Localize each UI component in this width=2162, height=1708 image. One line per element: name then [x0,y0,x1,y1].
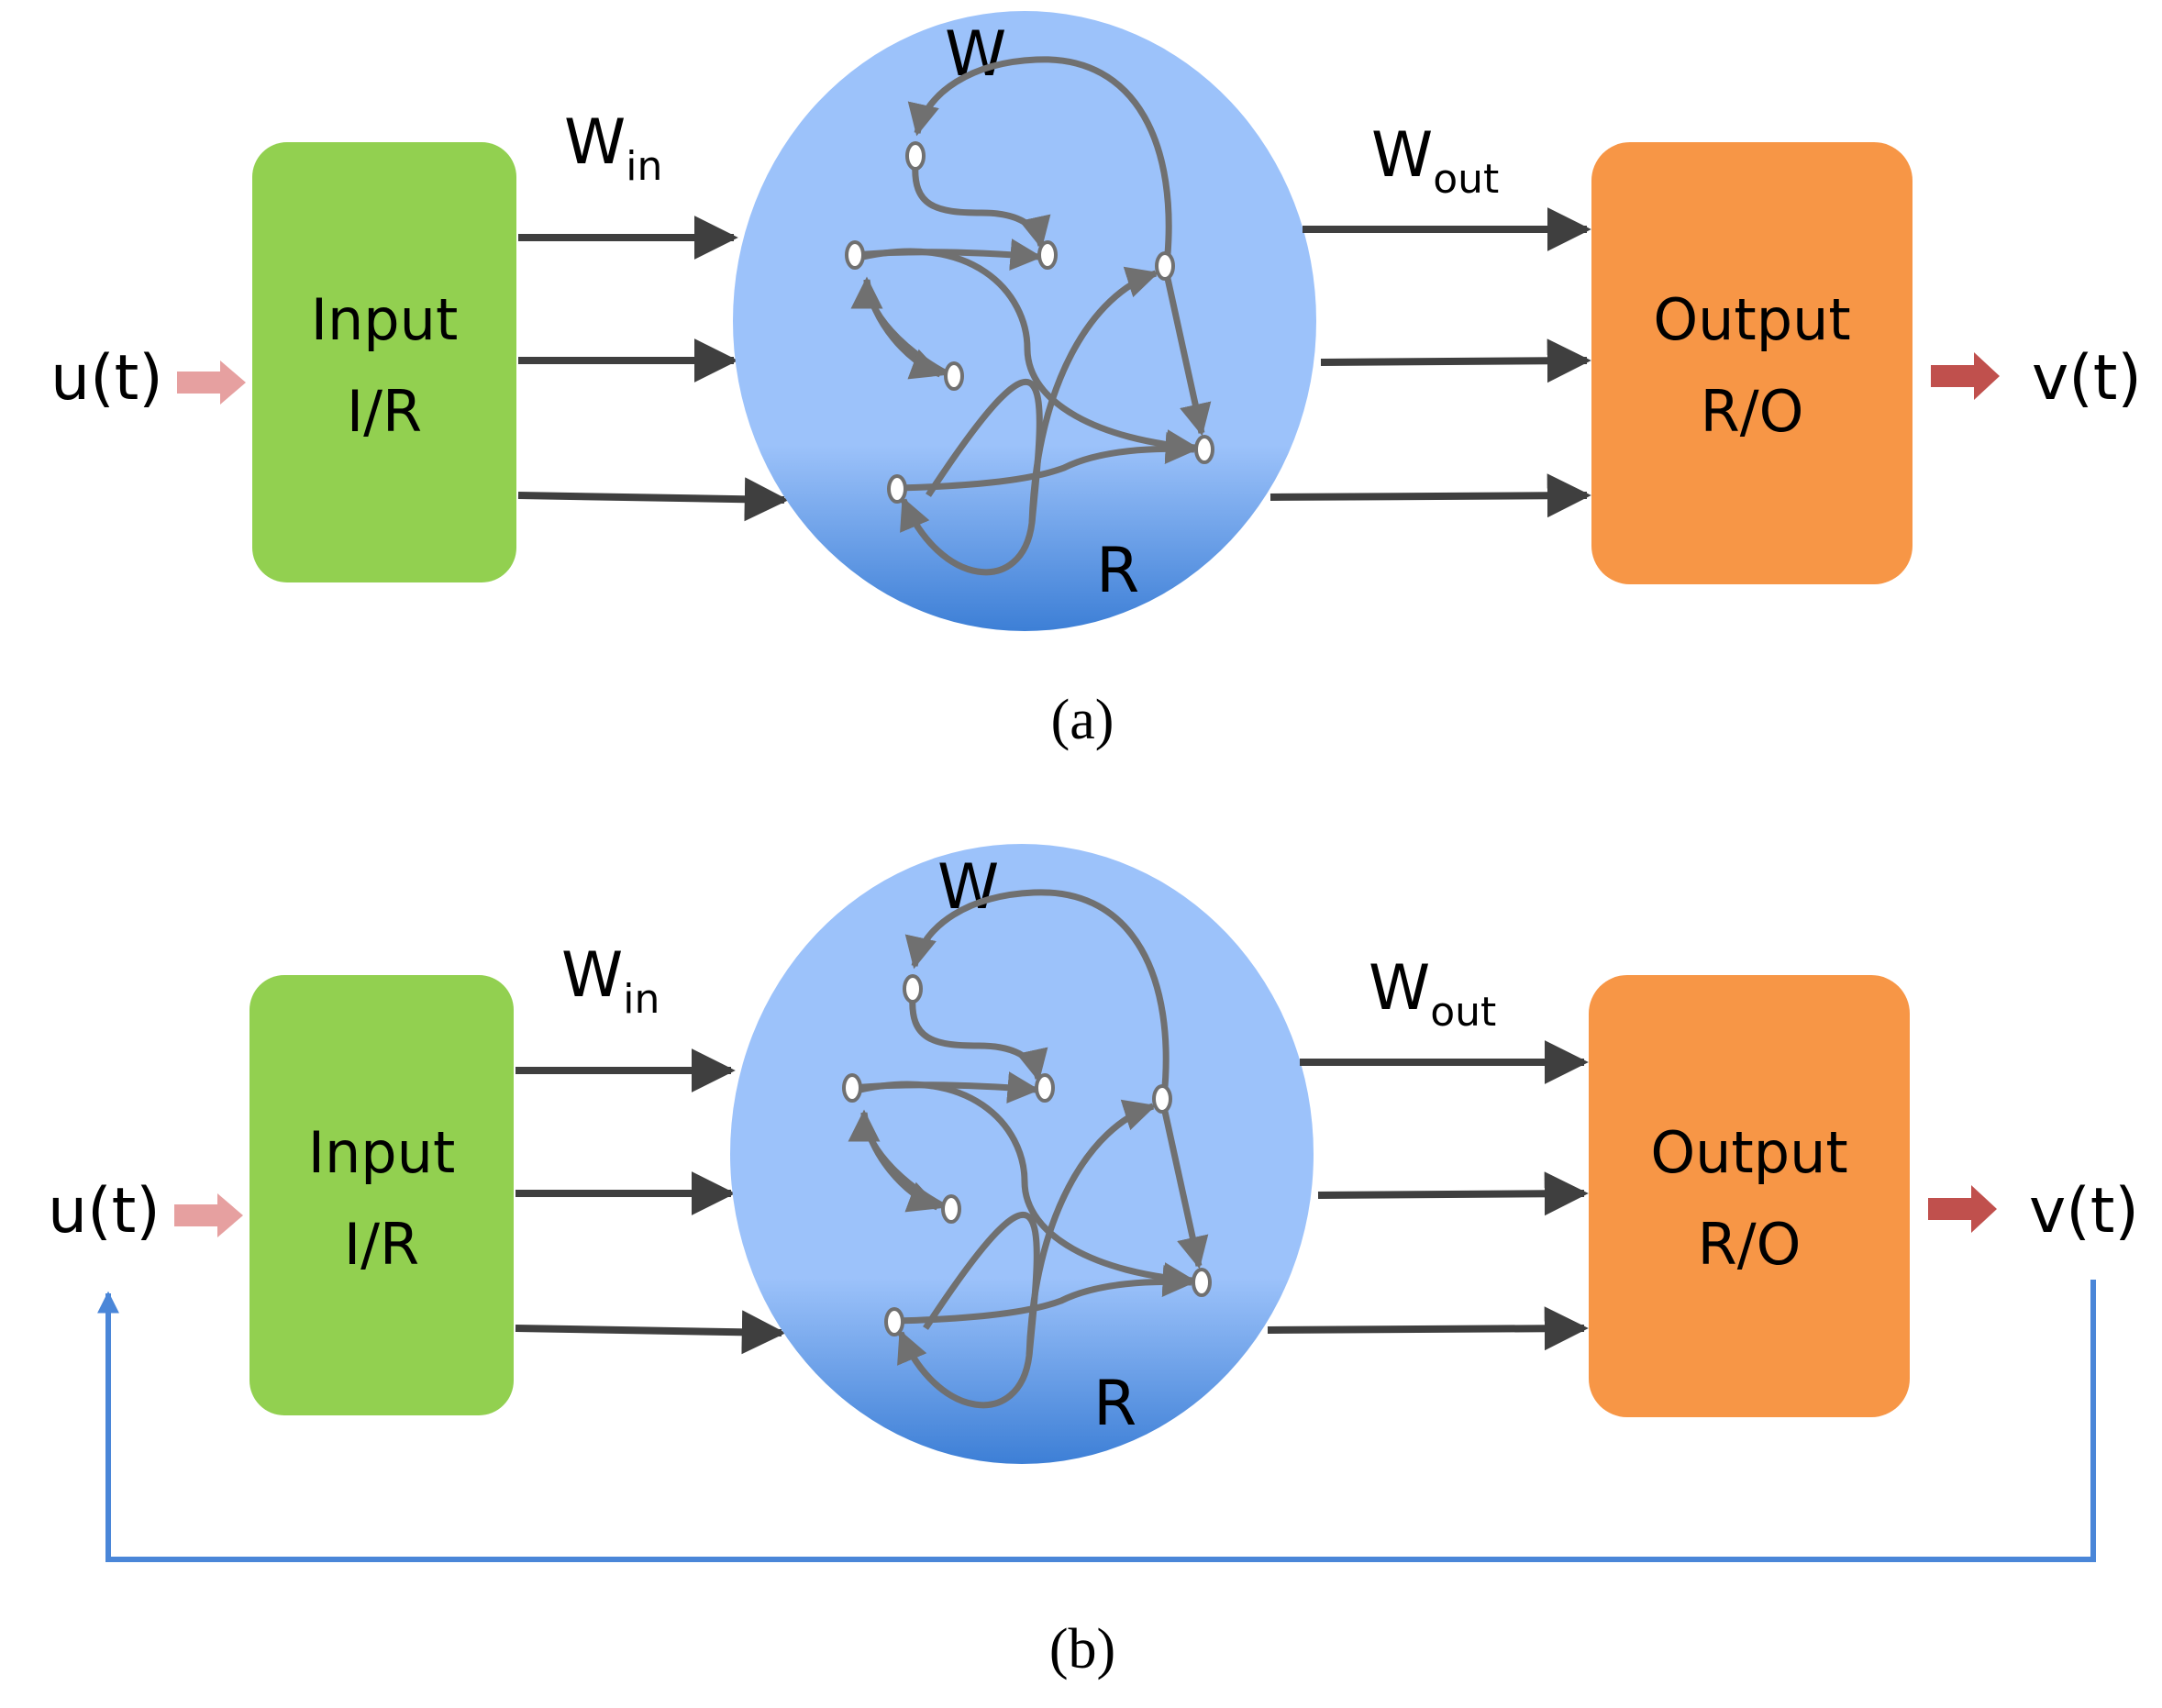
input-block [252,142,516,582]
wout-label: Wout [1371,119,1499,203]
reservoir-weight-label: W [945,18,1006,91]
win-label: Win [561,939,660,1023]
reservoir-node [1155,251,1175,281]
reservoir-nodes [845,141,1214,504]
connection [900,432,1198,492]
reservoir-node [905,141,926,171]
reservoir-connections [850,56,1212,576]
reservoir-weight-label: W [937,851,999,924]
output-weight-arrow-2 [1320,338,1591,383]
reservoir-label: R [1096,535,1139,607]
input-weight-arrow-3 [515,1310,786,1355]
connection [904,889,1170,1098]
reservoir-node [1152,1084,1172,1114]
connection [907,56,1172,265]
connection [1159,1098,1209,1270]
connection [1028,266,1159,524]
reservoir-node [887,474,907,504]
output-weight-arrow-3 [1267,1306,1589,1351]
input-block-sublabel: I/R [347,378,422,445]
output-block-sublabel: R/O [1698,1211,1802,1278]
input-signal-arrow [174,1193,243,1237]
input-block-sublabel: I/R [344,1211,419,1278]
input-block-label: Input [308,1119,456,1186]
input-block-label: Input [311,286,459,353]
connection [912,162,1051,250]
connection [851,1081,1196,1294]
output-block-label: Output [1650,1119,1847,1186]
panel-caption: (a) [1051,689,1114,751]
output-block-sublabel: R/O [1701,378,1804,445]
connection [897,1265,1195,1325]
output-block [1591,142,1913,584]
reservoir: W R [730,844,1314,1464]
wout-label: Wout [1369,952,1496,1036]
reservoir-node [845,240,865,270]
reservoir-node [1194,435,1214,464]
reservoir-node [842,1073,862,1103]
input-block [249,975,514,1415]
reservoir-node [1035,1073,1055,1103]
input-signal-arrow [177,360,246,405]
reservoir-node [903,974,923,1004]
connection [860,1112,941,1213]
reservoir-node [941,1194,961,1224]
connection [1026,1099,1157,1357]
output-block [1589,975,1910,1417]
reservoir-node [1037,240,1058,270]
reservoir: W R [733,11,1316,631]
feedback-loop-line [97,1280,2096,1562]
reservoir-nodes [842,974,1212,1336]
reservoir-node [944,361,964,391]
output-block-label: Output [1653,286,1850,353]
output-signal-label: v(t) [2029,1175,2139,1248]
reservoir-label: R [1093,1368,1136,1440]
reservoir-node [1192,1268,1212,1297]
panel-a: u(t) Input I/R Win W R [50,11,2142,751]
output-signal-label: v(t) [2032,342,2142,415]
connection [863,279,944,380]
connection [909,995,1048,1082]
output-signal-arrow [1928,1185,1997,1233]
input-weight-arrow-3 [517,477,789,522]
panel-caption: (b) [1049,1618,1115,1680]
connection [854,248,1199,461]
output-weight-arrow-2 [1317,1171,1589,1216]
input-signal-label: u(t) [48,1175,161,1248]
reservoir-connections [848,889,1209,1409]
output-weight-arrow-3 [1269,473,1591,518]
reservoir-node [884,1307,904,1336]
panel-b: u(t) Input I/R Win W R [48,844,2139,1680]
connection [1161,265,1212,437]
output-signal-arrow [1931,352,2000,400]
win-label: Win [564,106,662,190]
input-signal-label: u(t) [50,342,163,415]
